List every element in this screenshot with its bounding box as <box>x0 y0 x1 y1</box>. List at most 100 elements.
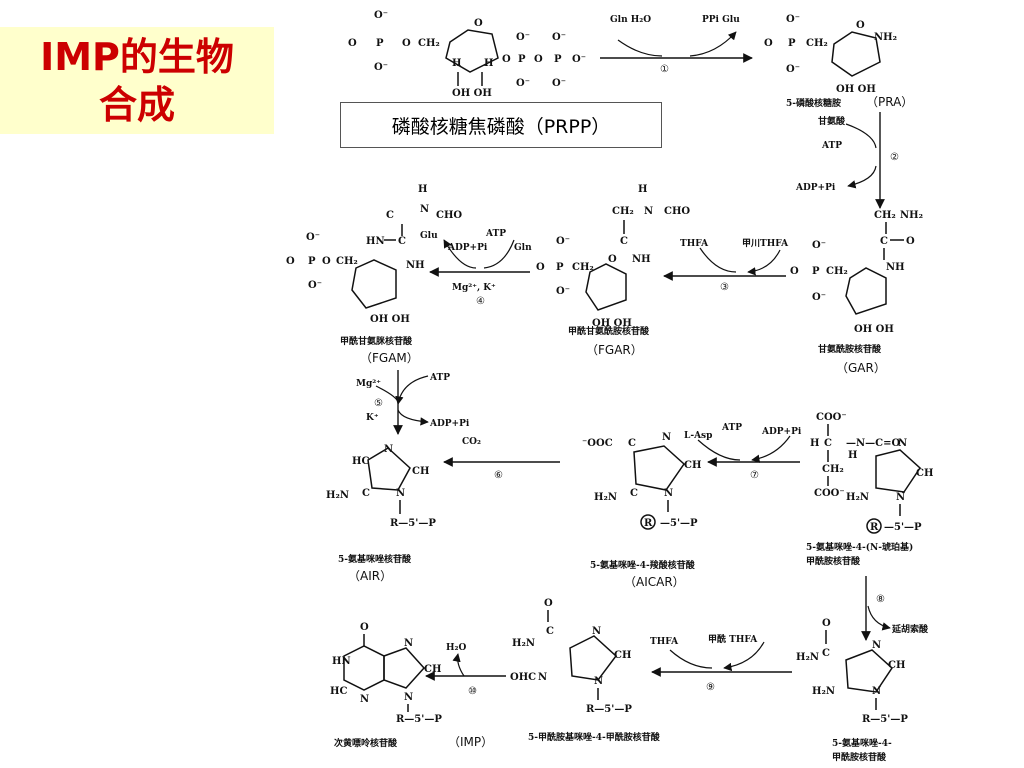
step-3: THFA 甲川THFA ③ <box>663 238 789 293</box>
step-6-reagent-co2: CO₂ <box>462 437 481 447</box>
svg-text:C: C <box>386 210 394 221</box>
imp-structure: O HN N CH HC N N R—5'—P 次黄嘌呤核苷酸 （IMP） <box>330 622 493 749</box>
svg-text:C: C <box>880 236 888 247</box>
step-2-reagent-atp: ATP <box>821 141 842 151</box>
svg-text:N: N <box>664 488 673 499</box>
prpp-p2: P <box>518 54 526 65</box>
faicar-name-cn: 5-甲酰胺基咪唑-4-甲酰胺核苷酸 <box>528 731 661 743</box>
svg-text:⁻OOC: ⁻OOC <box>582 438 613 449</box>
step-2: 甘氨酸 ATP ADP+Pi ② <box>795 112 899 209</box>
prpp-o1: O⁻ <box>374 10 388 21</box>
svg-text:N: N <box>404 692 413 703</box>
prpp-o9: O⁻ <box>552 32 566 43</box>
svg-text:O⁻: O⁻ <box>306 232 320 243</box>
prpp-o4: O <box>402 38 411 49</box>
svg-text:O: O <box>322 256 331 267</box>
svg-text:O: O <box>544 598 553 609</box>
fgam-structure: H C N CHO HN C NH O⁻ O P O⁻ O CH₂ OH OH … <box>286 184 462 365</box>
svg-text:P: P <box>788 38 796 49</box>
svg-text:CH₂: CH₂ <box>336 256 358 267</box>
fgar-abbr: （FGAR） <box>586 343 643 357</box>
svg-text:R—5'—P: R—5'—P <box>586 704 632 715</box>
aicar-name-cn: 5-氨基咪唑-4-羧酸核苷酸 <box>590 559 696 571</box>
svg-text:H₂N: H₂N <box>594 492 617 503</box>
pra-abbr: （PRA） <box>866 95 913 109</box>
svg-text:N: N <box>360 694 369 705</box>
prpp-h1: H <box>452 58 461 69</box>
prpp-o8: O <box>534 54 543 65</box>
step-7-reagent-asp: L-Asp <box>684 431 712 441</box>
prpp-h2: H <box>484 58 493 69</box>
air-name-cn: 5-氨基咪唑核苷酸 <box>338 553 412 565</box>
step-8-label: ⑧ <box>876 594 885 605</box>
svg-text:H: H <box>810 438 819 449</box>
step-10: H₂O ⑩ <box>425 643 506 697</box>
svg-text:CH: CH <box>916 468 933 479</box>
saicar-structure: COO⁻ H C —N—C=O H CH₂ COO⁻ N CH H₂N N R … <box>806 412 933 567</box>
svg-text:O⁻: O⁻ <box>308 280 322 291</box>
step-4: Glu ATP ADP+Pi Gln Mg²⁺, K⁺ ④ <box>420 229 532 307</box>
svg-text:R: R <box>870 522 879 533</box>
svg-text:N: N <box>644 206 653 217</box>
svg-text:O: O <box>906 236 915 247</box>
svg-text:CH₂: CH₂ <box>874 210 896 221</box>
svg-text:C: C <box>362 488 370 499</box>
fgar-name-cn: 甲酰甘氨酰胺核苷酸 <box>568 325 650 337</box>
svg-text:N: N <box>420 204 429 215</box>
step-4-reagent-mg: Mg²⁺, K⁺ <box>452 283 496 293</box>
prpp-o11: O⁻ <box>572 54 586 65</box>
prpp-o6: O⁻ <box>516 32 530 43</box>
svg-text:OHC: OHC <box>510 672 536 683</box>
step-10-reagent-h2o: H₂O <box>446 643 466 653</box>
step-6-label: ⑥ <box>494 470 503 481</box>
aicar2-structure: O H₂N C N CH H₂N N R—5'—P 5-氨基咪唑-4- 甲酰胺核… <box>796 618 908 763</box>
svg-text:P: P <box>308 256 316 267</box>
step-5-reagent-k: K⁺ <box>366 413 379 423</box>
svg-text:O: O <box>790 266 799 277</box>
svg-text:O⁻: O⁻ <box>556 236 570 247</box>
svg-text:NH: NH <box>406 260 425 271</box>
svg-text:P: P <box>556 262 564 273</box>
svg-text:R: R <box>644 518 653 529</box>
step-7-reagent-atp: ATP <box>721 423 742 433</box>
svg-text:CH₂: CH₂ <box>612 206 634 217</box>
step-9-reagent-in: THFA <box>650 637 679 647</box>
svg-text:N: N <box>592 626 601 637</box>
svg-text:R—5'—P: R—5'—P <box>390 518 436 529</box>
gar-structure: CH₂ NH₂ C O NH O⁻ O P O⁻ CH₂ OH OH 甘氨酰胺核… <box>790 210 923 375</box>
prpp-o5: O <box>502 54 511 65</box>
svg-text:O: O <box>536 262 545 273</box>
svg-text:CHO: CHO <box>436 210 462 221</box>
svg-text:NH₂: NH₂ <box>874 32 897 43</box>
prpp-p3: P <box>554 54 562 65</box>
svg-text:CH: CH <box>684 460 701 471</box>
fgam-abbr: （FGAM） <box>360 351 419 365</box>
step-1-reagent-in: Gln H₂O <box>610 15 651 25</box>
svg-text:NH: NH <box>886 262 905 273</box>
svg-text:R—5'—P: R—5'—P <box>396 714 442 725</box>
svg-text:R—5'—P: R—5'—P <box>862 714 908 725</box>
svg-text:OH OH: OH OH <box>836 84 876 95</box>
saicar-name-line1: 5-氨基咪唑-4-(N-琥珀基) <box>806 541 913 553</box>
svg-text:NH: NH <box>632 254 651 265</box>
step-9-reagent-out: 甲酰 THFA <box>708 633 758 645</box>
gar-abbr: （GAR） <box>836 361 886 375</box>
prpp-ring <box>445 29 499 73</box>
aicar-abbr: （AICAR） <box>624 575 685 589</box>
title-line-2: 合成 <box>98 82 175 127</box>
prpp-o7: O⁻ <box>516 78 530 89</box>
svg-text:O: O <box>764 38 773 49</box>
title-box: IMP的生物 合成 <box>0 27 274 134</box>
svg-text:O⁻: O⁻ <box>812 240 826 251</box>
svg-text:HC: HC <box>330 686 347 697</box>
svg-text:CH: CH <box>888 660 905 671</box>
fgam-name-cn: 甲酰甘氨脒核苷酸 <box>340 335 413 347</box>
step-9-label: ⑨ <box>706 682 715 693</box>
step-4-reagent-glu: Glu <box>420 231 438 241</box>
svg-text:H: H <box>638 184 647 195</box>
svg-text:C: C <box>398 236 406 247</box>
svg-text:O: O <box>360 622 369 633</box>
step-3-reagent-in: THFA <box>680 239 709 249</box>
